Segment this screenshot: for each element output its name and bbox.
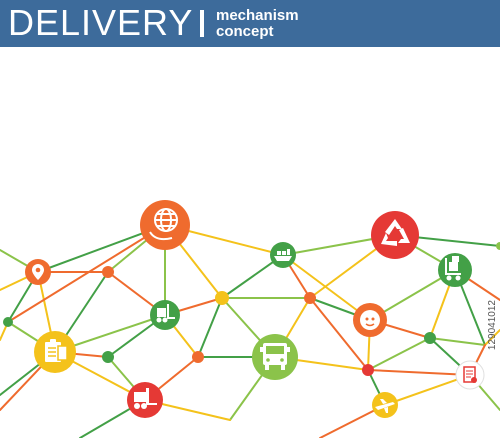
- document-icon: [463, 366, 477, 383]
- cargo-ship-icon: [274, 249, 292, 261]
- stock-id: 129041012: [487, 300, 498, 351]
- recycle-icon: [381, 219, 410, 246]
- dot-node: [424, 332, 436, 344]
- location-pin-node: [25, 259, 51, 285]
- dot-node: [304, 292, 316, 304]
- page-title: DELIVERY: [8, 2, 194, 43]
- header-banner: DELIVERY mechanism concept: [0, 0, 500, 47]
- dot-node: [102, 266, 114, 278]
- airplane-icon: [375, 399, 395, 413]
- title-divider: [200, 10, 204, 37]
- subtitle-line-2: concept: [216, 23, 274, 40]
- hand-truck-icon: [445, 256, 461, 281]
- forklift-icon: [156, 304, 175, 323]
- dot-node: [3, 317, 13, 327]
- recycle-node: [371, 211, 419, 259]
- airplane-node: [372, 392, 398, 418]
- truck-node: [252, 334, 298, 380]
- forklift-bottom-node: [127, 382, 163, 418]
- dot-node: [496, 242, 500, 250]
- subtitle-line-1: mechanism: [216, 7, 299, 24]
- network-lines: [0, 224, 500, 438]
- handtruck-node: [438, 253, 472, 287]
- delivery-person-icon: [358, 306, 382, 330]
- forklift-icon: [134, 388, 157, 409]
- dot-node: [102, 351, 114, 363]
- globe-node: [140, 200, 190, 250]
- truck-front-icon: [260, 343, 290, 370]
- clipboard-node: [34, 331, 76, 373]
- location-pin-icon: [32, 264, 44, 280]
- person-node: [353, 303, 387, 337]
- globe-hand-icon: [149, 208, 178, 241]
- dot-node: [192, 351, 204, 363]
- ship-node: [270, 242, 296, 268]
- clipboard-icon: [45, 339, 68, 362]
- network-dots: [3, 242, 500, 376]
- dot-node: [362, 364, 374, 376]
- dot-node: [215, 291, 229, 305]
- document-node: [455, 360, 485, 390]
- forklift-node: [150, 300, 180, 330]
